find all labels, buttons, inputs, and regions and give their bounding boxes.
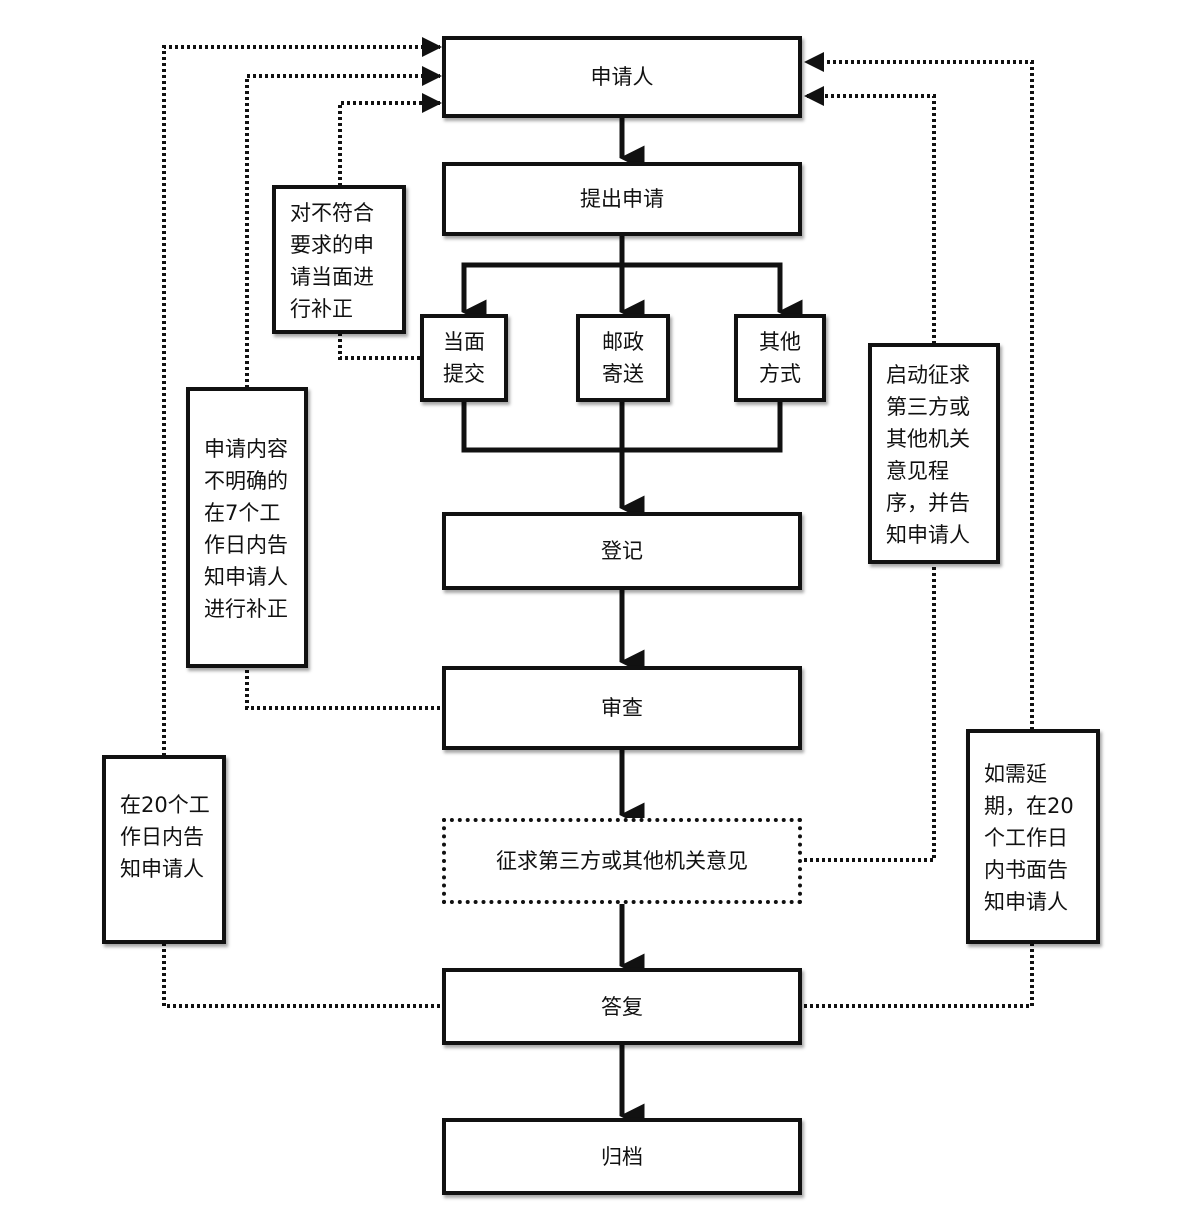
other-method-node: 其他 方式	[734, 314, 826, 402]
start-consult-text: 启动征求第三方或其他机关意见程序，并告知申请人	[886, 362, 970, 547]
postal-node: 邮政 寄送	[576, 314, 670, 402]
in-person-node: 当面 提交	[420, 314, 508, 402]
archive-node: 归档	[442, 1118, 802, 1195]
extension-note: 如需延期，在20个工作日内书面告知申请人	[966, 729, 1100, 944]
register-node: 登记	[442, 512, 802, 590]
dotted-feedback-lines	[162, 37, 1034, 1008]
review-node: 审查	[442, 666, 802, 750]
reply-node: 答复	[442, 968, 802, 1045]
unclear-content-note: 申请内容不明确的在7个工作日内告知申请人进行补正	[186, 387, 308, 668]
solid-flow-lines	[461, 118, 803, 1129]
applicant-node: 申请人	[442, 36, 802, 118]
start-consult-note: 启动征求第三方或其他机关意见程序，并告知申请人	[868, 343, 1000, 564]
consult-third-party-node: 征求第三方或其他机关意见	[442, 818, 802, 904]
within-20-days-text: 在20个工作日内告知申请人	[120, 793, 210, 881]
noncompliant-correction-note: 对不符合要求的申请当面进行补正	[272, 185, 406, 334]
unclear-content-text: 申请内容不明确的在7个工作日内告知申请人进行补正	[204, 436, 288, 621]
extension-text: 如需延期，在20个工作日内书面告知申请人	[984, 761, 1074, 914]
submit-application-node: 提出申请	[442, 162, 802, 236]
within-20-days-note: 在20个工作日内告知申请人	[102, 755, 226, 944]
noncompliant-correction-text: 对不符合要求的申请当面进行补正	[290, 200, 374, 321]
